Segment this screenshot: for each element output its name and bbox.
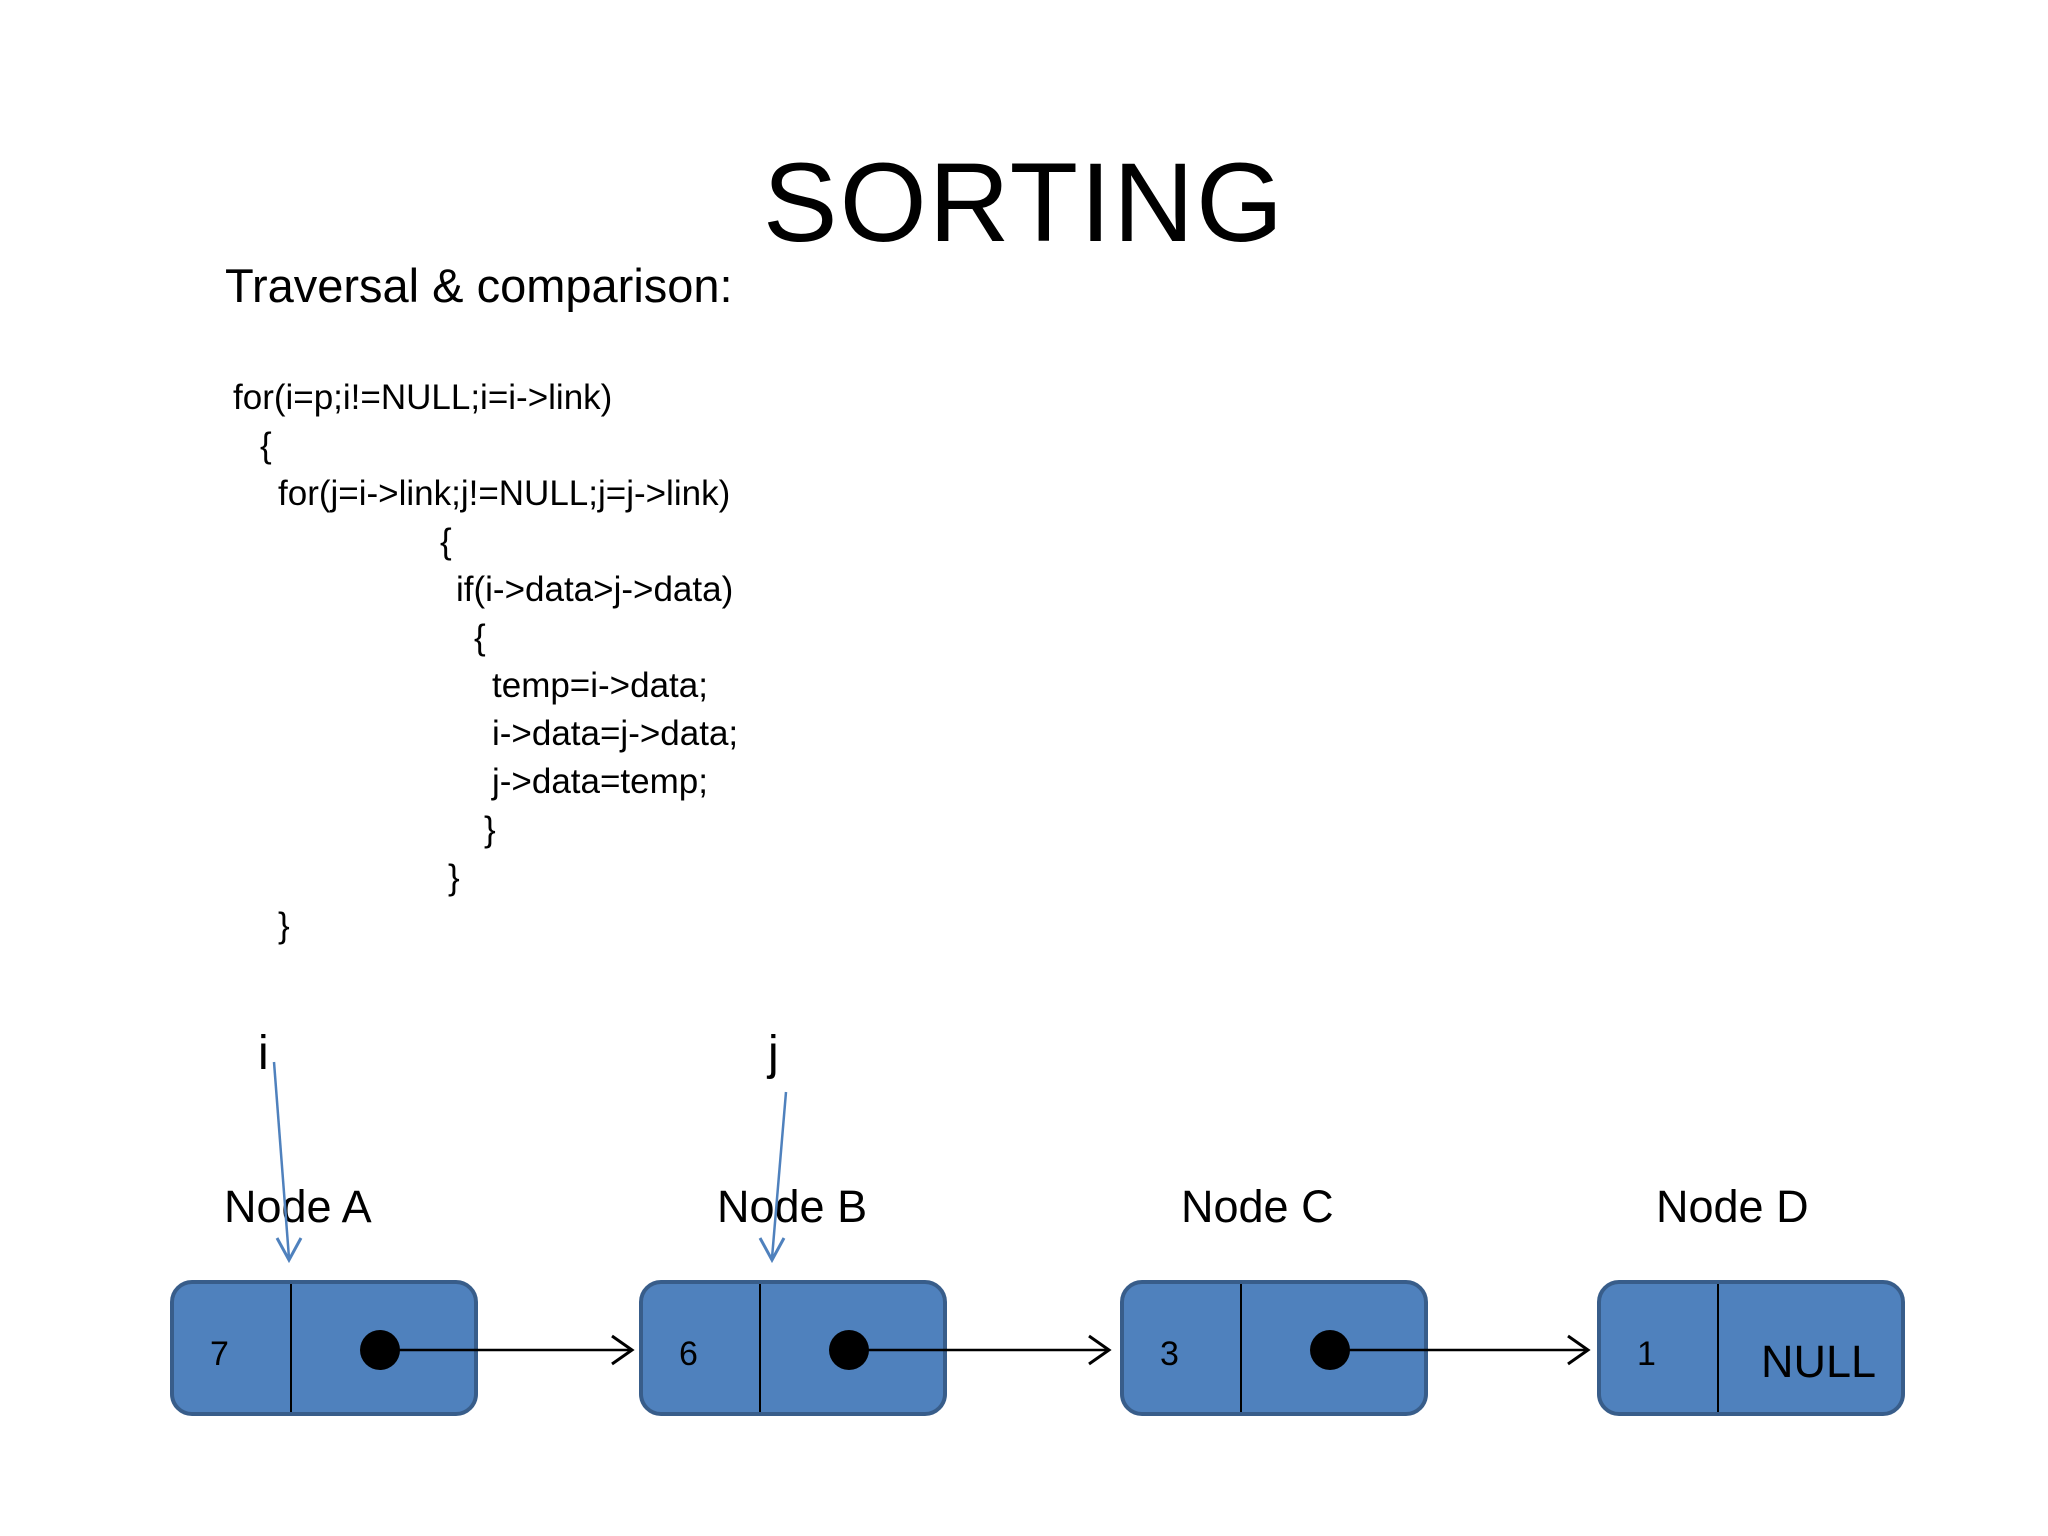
pointer-label-j: j bbox=[768, 1027, 779, 1080]
code-line: } bbox=[278, 906, 290, 945]
pointer-arrow-j bbox=[758, 1091, 788, 1264]
node-a: 7 bbox=[170, 1280, 478, 1416]
link-arrow-b-c bbox=[845, 1334, 1112, 1366]
node-divider bbox=[1717, 1284, 1719, 1412]
node-label-a: Node A bbox=[224, 1181, 372, 1232]
node-divider bbox=[290, 1284, 292, 1412]
arrow-head-icon bbox=[1088, 1334, 1112, 1366]
slide-subtitle: Traversal & comparison: bbox=[225, 259, 733, 312]
code-line: { bbox=[474, 618, 486, 657]
code-line: temp=i->data; bbox=[492, 666, 708, 705]
slide-title: SORTING bbox=[762, 140, 1286, 265]
code-line: } bbox=[484, 810, 496, 849]
pointer-arrow-line bbox=[770, 1091, 788, 1259]
node-data: 6 bbox=[679, 1335, 698, 1373]
code-line: i->data=j->data; bbox=[492, 714, 739, 753]
pointer-arrow-line bbox=[272, 1061, 291, 1259]
code-line: { bbox=[260, 426, 272, 465]
node-label-b: Node B bbox=[717, 1181, 868, 1232]
arrow-head-icon bbox=[275, 1237, 303, 1264]
arrow-head-icon bbox=[1567, 1334, 1591, 1366]
code-line: { bbox=[440, 522, 452, 561]
node-divider bbox=[1240, 1284, 1242, 1412]
link-arrow-a-b bbox=[376, 1334, 635, 1366]
node-data: 3 bbox=[1160, 1335, 1179, 1373]
null-label: NULL bbox=[1761, 1336, 1877, 1387]
code-line: for(j=i->link;j!=NULL;j=j->link) bbox=[278, 474, 731, 513]
code-line: } bbox=[448, 858, 460, 897]
code-line: if(i->data>j->data) bbox=[456, 570, 734, 609]
node-b: 6 bbox=[639, 1280, 947, 1416]
node-label-c: Node C bbox=[1181, 1181, 1334, 1232]
node-data: 7 bbox=[210, 1335, 229, 1373]
node-divider bbox=[759, 1284, 761, 1412]
arrow-head-icon bbox=[611, 1334, 635, 1366]
arrow-head-icon bbox=[758, 1237, 786, 1264]
node-label-d: Node D bbox=[1656, 1181, 1809, 1232]
code-line: for(i=p;i!=NULL;i=i->link) bbox=[233, 378, 613, 417]
pointer-label-i: i bbox=[258, 1027, 269, 1080]
pointer-arrow-i bbox=[272, 1061, 303, 1264]
node-data: 1 bbox=[1637, 1335, 1656, 1373]
code-line: j->data=temp; bbox=[492, 762, 708, 801]
link-arrow-c-d bbox=[1326, 1334, 1591, 1366]
node-d: 1 NULL bbox=[1597, 1280, 1905, 1416]
